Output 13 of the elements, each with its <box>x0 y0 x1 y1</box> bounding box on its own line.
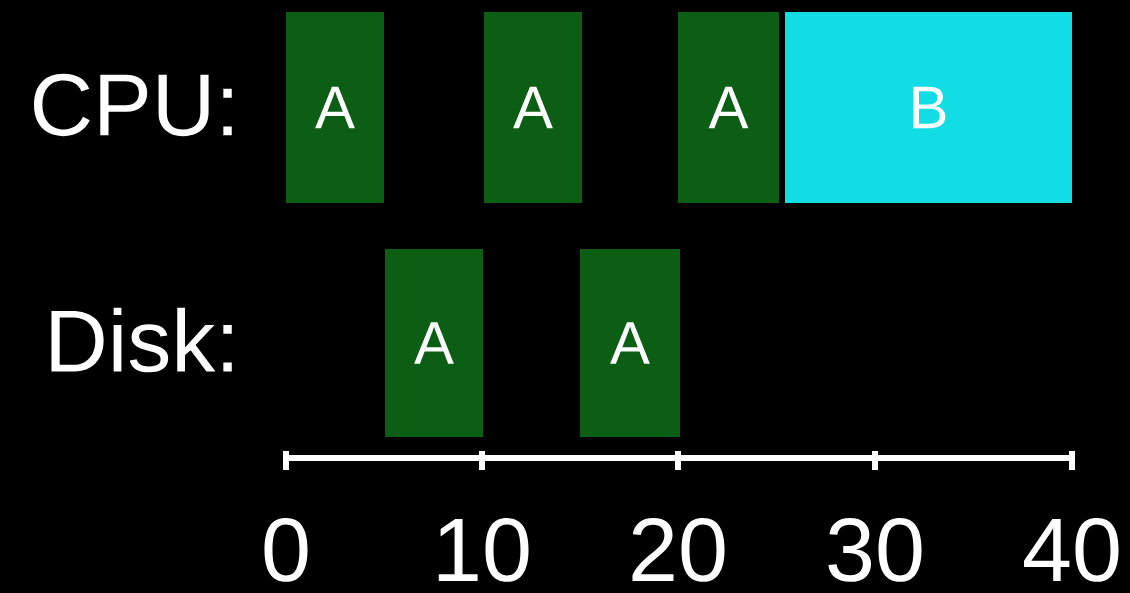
task-block: A <box>385 249 483 437</box>
task-block: A <box>286 12 384 203</box>
row-label: Disk: <box>51 307 232 373</box>
tick-label: 0 <box>264 518 308 582</box>
task-block: A <box>580 249 680 437</box>
tick-label: 30 <box>828 518 922 582</box>
task-block: A <box>484 12 582 203</box>
row-label: CPU: <box>34 73 232 137</box>
task-block: B <box>785 12 1072 203</box>
tick-label: 10 <box>438 518 529 582</box>
tick-label: 20 <box>632 518 725 582</box>
task-block: A <box>678 12 779 203</box>
tick-label: 40 <box>1024 518 1119 582</box>
